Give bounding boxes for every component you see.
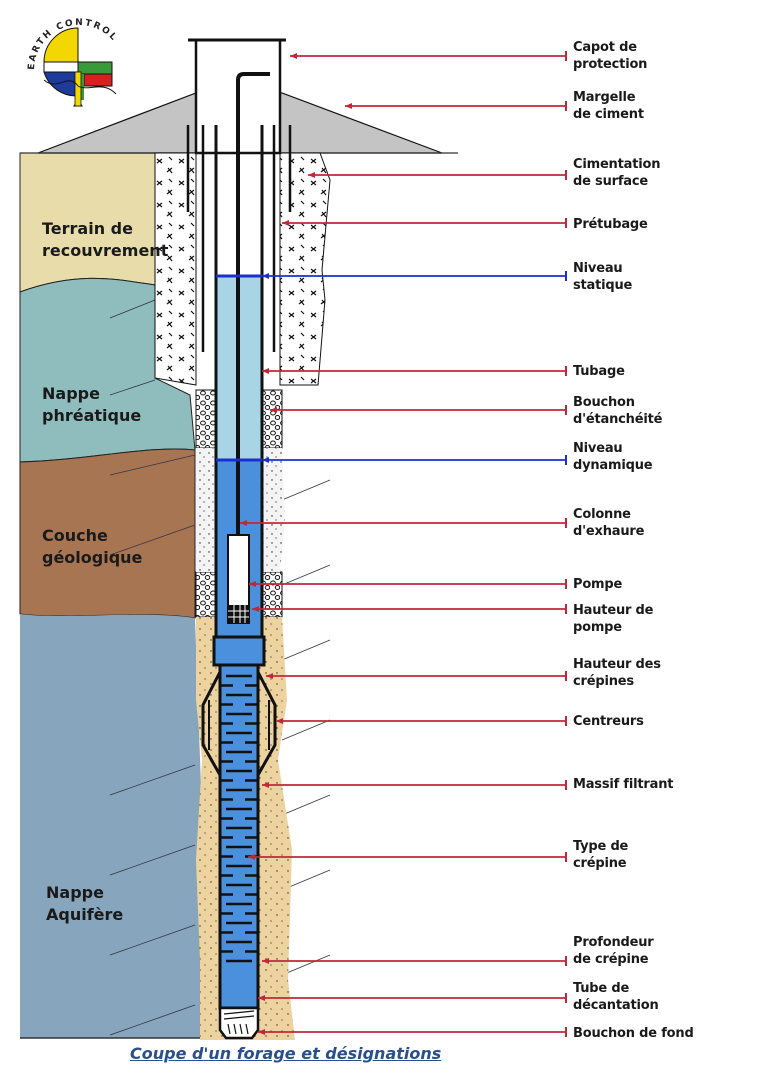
callout-arrowhead	[262, 368, 269, 374]
layer-label-phreatique: Nappe phréatique	[42, 384, 142, 425]
callout-arrowhead	[270, 407, 277, 413]
callout-arrowhead	[276, 718, 283, 724]
earth-control-logo: EARTH CONTROL	[27, 18, 117, 107]
hatch-lines	[109, 299, 331, 1036]
callout-colonne-exhaure: Colonne d'exhaure	[573, 507, 645, 539]
callout-pretubage: Prétubage	[573, 217, 648, 232]
layer-label-terrain: Terrain de recouvrement	[42, 219, 169, 260]
callout-arrowhead	[308, 172, 315, 178]
callout-arrowhead	[262, 958, 269, 964]
pretubage	[186, 125, 292, 352]
callout-arrowhead	[248, 854, 255, 860]
callout-type-de-crepine: Type de crépine	[573, 839, 629, 871]
callout-arrowhead	[258, 995, 265, 1001]
callout-arrowhead	[262, 457, 269, 463]
callout-profondeur-de-crepine: Profondeur de crépine	[573, 935, 654, 967]
callout-niveau-dynamique: Niveau dynamique	[573, 441, 653, 473]
callout-arrowhead	[266, 673, 273, 679]
callout-bouchon-etancheite: Bouchon d'étanchéité	[573, 395, 663, 427]
colonne-exhaure	[236, 72, 270, 535]
callout-centreurs: Centreurs	[573, 714, 644, 729]
callout-cimentation-de-surface: Cimentation de surface	[573, 157, 661, 189]
callout-massif-filtrant: Massif filtrant	[573, 777, 674, 792]
callout-hauteur-de-pompe: Hauteur de pompe	[573, 603, 654, 635]
callout-arrowhead	[262, 782, 269, 788]
centreurs-left	[201, 671, 222, 776]
callout-arrowhead	[290, 53, 297, 59]
bouchon-etancheite-right	[261, 389, 283, 449]
callout-arrowhead	[252, 606, 259, 612]
callout-arrowhead	[258, 1029, 265, 1035]
callout-margelle-de-ciment: Margelle de ciment	[573, 90, 644, 122]
centreurs-right	[256, 671, 277, 776]
callout-arrowhead	[345, 103, 352, 109]
callout-niveau-statique: Niveau statique	[573, 261, 633, 293]
layer-label-geologique: Couche géologique	[42, 526, 143, 567]
callout-arrowhead	[249, 581, 256, 587]
callout-tubage: Tubage	[573, 364, 625, 379]
diagram-caption: Coupe d'un forage et désignations	[130, 1044, 442, 1063]
layer-label-aquifere: Nappe Aquifère	[46, 883, 124, 924]
callout-bouchon-de-fond: Bouchon de fond	[573, 1026, 694, 1041]
callout-arrowhead	[282, 220, 289, 226]
cimentation-de-surface	[154, 152, 197, 386]
bouchon-etancheite-left	[195, 389, 217, 449]
callout-pompe: Pompe	[573, 577, 623, 592]
callout-capot-de-protection: Capot de protection	[573, 40, 648, 72]
callout-arrowhead	[262, 273, 269, 279]
callout-arrowhead	[240, 520, 247, 526]
callout-hauteur-des-crepines: Hauteur des crépines	[573, 657, 661, 689]
callout-tube-de-decantation: Tube de décantation	[573, 981, 659, 1013]
layer-nappe-aquifere	[20, 614, 210, 1038]
